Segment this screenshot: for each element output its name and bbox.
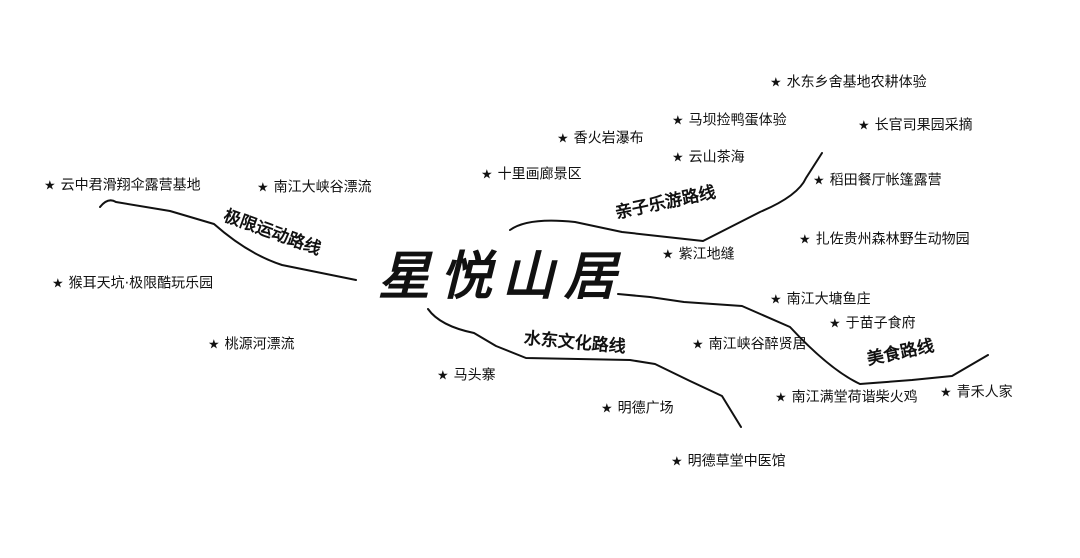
star-icon: ★ bbox=[557, 131, 569, 147]
map-title: 星悦山居 bbox=[378, 246, 627, 307]
poi-marker: ★云中君滑翔伞露营基地 bbox=[44, 178, 201, 195]
star-icon: ★ bbox=[829, 316, 841, 332]
poi-label: 明德草堂中医馆 bbox=[687, 453, 786, 470]
poi-label: 桃源河漂流 bbox=[224, 336, 295, 353]
poi-marker: ★于苗子食府 bbox=[829, 316, 916, 333]
poi-marker: ★南江大塘鱼庄 bbox=[770, 292, 871, 309]
poi-marker: ★马坝捡鸭蛋体验 bbox=[672, 113, 787, 130]
route-line-extreme-sports bbox=[99, 199, 357, 281]
star-icon: ★ bbox=[52, 276, 64, 292]
poi-label: 十里画廊景区 bbox=[497, 166, 582, 183]
poi-marker: ★十里画廊景区 bbox=[481, 167, 582, 184]
star-icon: ★ bbox=[940, 385, 952, 401]
poi-marker: ★马头寨 bbox=[437, 368, 496, 385]
poi-marker: ★稻田餐厅帐篷露营 bbox=[813, 173, 942, 190]
poi-marker: ★南江大峡谷漂流 bbox=[257, 180, 372, 197]
star-icon: ★ bbox=[601, 401, 613, 417]
route-line-food bbox=[617, 293, 989, 385]
poi-label: 云山茶海 bbox=[688, 149, 745, 166]
poi-marker: ★扎佐贵州森林野生动物园 bbox=[799, 232, 970, 249]
poi-label: 南江满堂荷谐柴火鸡 bbox=[791, 389, 918, 406]
poi-marker: ★明德草堂中医馆 bbox=[671, 454, 786, 471]
poi-marker: ★南江峡谷醉贤居 bbox=[692, 337, 807, 354]
star-icon: ★ bbox=[208, 337, 220, 353]
poi-label: 马头寨 bbox=[453, 367, 496, 384]
star-icon: ★ bbox=[672, 150, 684, 166]
star-icon: ★ bbox=[437, 368, 449, 384]
star-icon: ★ bbox=[770, 75, 782, 91]
poi-marker: ★云山茶海 bbox=[672, 150, 745, 167]
poi-label: 南江峡谷醉贤居 bbox=[708, 336, 807, 353]
poi-label: 紫江地缝 bbox=[678, 246, 735, 263]
poi-label: 云中君滑翔伞露营基地 bbox=[60, 177, 201, 194]
poi-label: 青禾人家 bbox=[956, 384, 1013, 401]
star-icon: ★ bbox=[481, 167, 493, 183]
star-icon: ★ bbox=[44, 178, 56, 194]
route-line-shuidong-culture bbox=[427, 308, 742, 428]
star-icon: ★ bbox=[858, 118, 870, 134]
star-icon: ★ bbox=[662, 247, 674, 263]
poi-label: 扎佐贵州森林野生动物园 bbox=[815, 231, 970, 248]
poi-label: 长官司果园采摘 bbox=[874, 117, 973, 134]
star-icon: ★ bbox=[770, 292, 782, 308]
star-icon: ★ bbox=[775, 390, 787, 406]
poi-marker: ★香火岩瀑布 bbox=[557, 131, 644, 148]
poi-label: 于苗子食府 bbox=[845, 315, 916, 332]
poi-marker: ★明德广场 bbox=[601, 401, 674, 418]
poi-label: 水东乡舍基地农耕体验 bbox=[786, 74, 927, 91]
route-line-family bbox=[509, 152, 823, 242]
poi-marker: ★紫江地缝 bbox=[662, 247, 735, 264]
poi-label: 猴耳天坑·极限酷玩乐园 bbox=[68, 275, 214, 292]
poi-label: 马坝捡鸭蛋体验 bbox=[688, 112, 787, 129]
poi-label: 南江大峡谷漂流 bbox=[273, 179, 372, 196]
poi-marker: ★桃源河漂流 bbox=[208, 337, 295, 354]
poi-marker: ★猴耳天坑·极限酷玩乐园 bbox=[52, 276, 213, 293]
poi-label: 南江大塘鱼庄 bbox=[786, 291, 871, 308]
poi-label: 明德广场 bbox=[617, 400, 674, 417]
star-icon: ★ bbox=[813, 173, 825, 189]
poi-marker: ★青禾人家 bbox=[940, 385, 1013, 402]
star-icon: ★ bbox=[257, 180, 269, 196]
star-icon: ★ bbox=[672, 113, 684, 129]
poi-label: 香火岩瀑布 bbox=[573, 130, 644, 147]
poi-label: 稻田餐厅帐篷露营 bbox=[829, 172, 942, 189]
star-icon: ★ bbox=[799, 232, 811, 248]
poi-marker: ★南江满堂荷谐柴火鸡 bbox=[775, 390, 918, 407]
poi-marker: ★水东乡舍基地农耕体验 bbox=[770, 75, 927, 92]
poi-marker: ★长官司果园采摘 bbox=[858, 118, 973, 135]
star-icon: ★ bbox=[692, 337, 704, 353]
star-icon: ★ bbox=[671, 454, 683, 470]
